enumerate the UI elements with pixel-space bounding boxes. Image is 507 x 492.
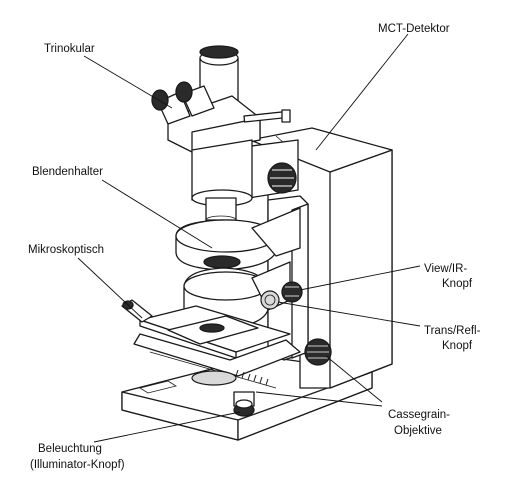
column-upper xyxy=(191,139,253,225)
cassegrain-knob xyxy=(304,338,332,366)
label-beleuchtung-line2: (Illuminator-Knopf) xyxy=(30,459,125,471)
leader-trans-refl xyxy=(277,301,421,327)
label-view-ir-line1: View/IR- xyxy=(424,263,467,275)
aperture-holder xyxy=(175,207,301,271)
leader-mikroskoptisch xyxy=(77,257,143,319)
leader-cassegrain-1 xyxy=(325,355,383,403)
label-blendenhalter: Blendenhalter xyxy=(32,166,103,178)
detector-knob xyxy=(267,162,297,194)
label-trans-refl-line2: Knopf xyxy=(442,340,473,352)
leader-beleuchtung xyxy=(93,411,241,443)
label-mct-detektor: MCT-Detektor xyxy=(378,23,450,35)
label-beleuchtung-line1: Beleuchtung xyxy=(38,443,102,455)
label-view-ir-line2: Knopf xyxy=(442,278,473,290)
label-trans-refl-line1: Trans/Refl- xyxy=(424,325,481,337)
trans-refl-knob xyxy=(260,290,280,310)
label-cassegrain-line1: Cassegrain- xyxy=(388,409,450,421)
leader-view-ir xyxy=(299,265,421,291)
leader-cassegrain-2 xyxy=(255,391,383,407)
illuminator-knob xyxy=(233,399,255,417)
eyepiece-right xyxy=(175,81,215,117)
label-cassegrain-line2: Objektive xyxy=(394,425,442,437)
trinocular-head xyxy=(151,45,291,153)
leader-blendenhalter xyxy=(101,179,213,249)
microscope-stage xyxy=(121,299,301,389)
label-mikroskoptisch: Mikroskoptisch xyxy=(28,244,104,256)
microscope-housing xyxy=(235,127,393,389)
leader-mct-detektor xyxy=(315,33,409,151)
labels: Trinokular MCT-Detektor Blendenhalter Mi… xyxy=(28,23,481,471)
label-trinokular: Trinokular xyxy=(44,43,95,55)
leader-lines xyxy=(77,33,421,443)
leader-trinokular xyxy=(83,55,173,109)
view-ir-knob xyxy=(281,281,303,303)
